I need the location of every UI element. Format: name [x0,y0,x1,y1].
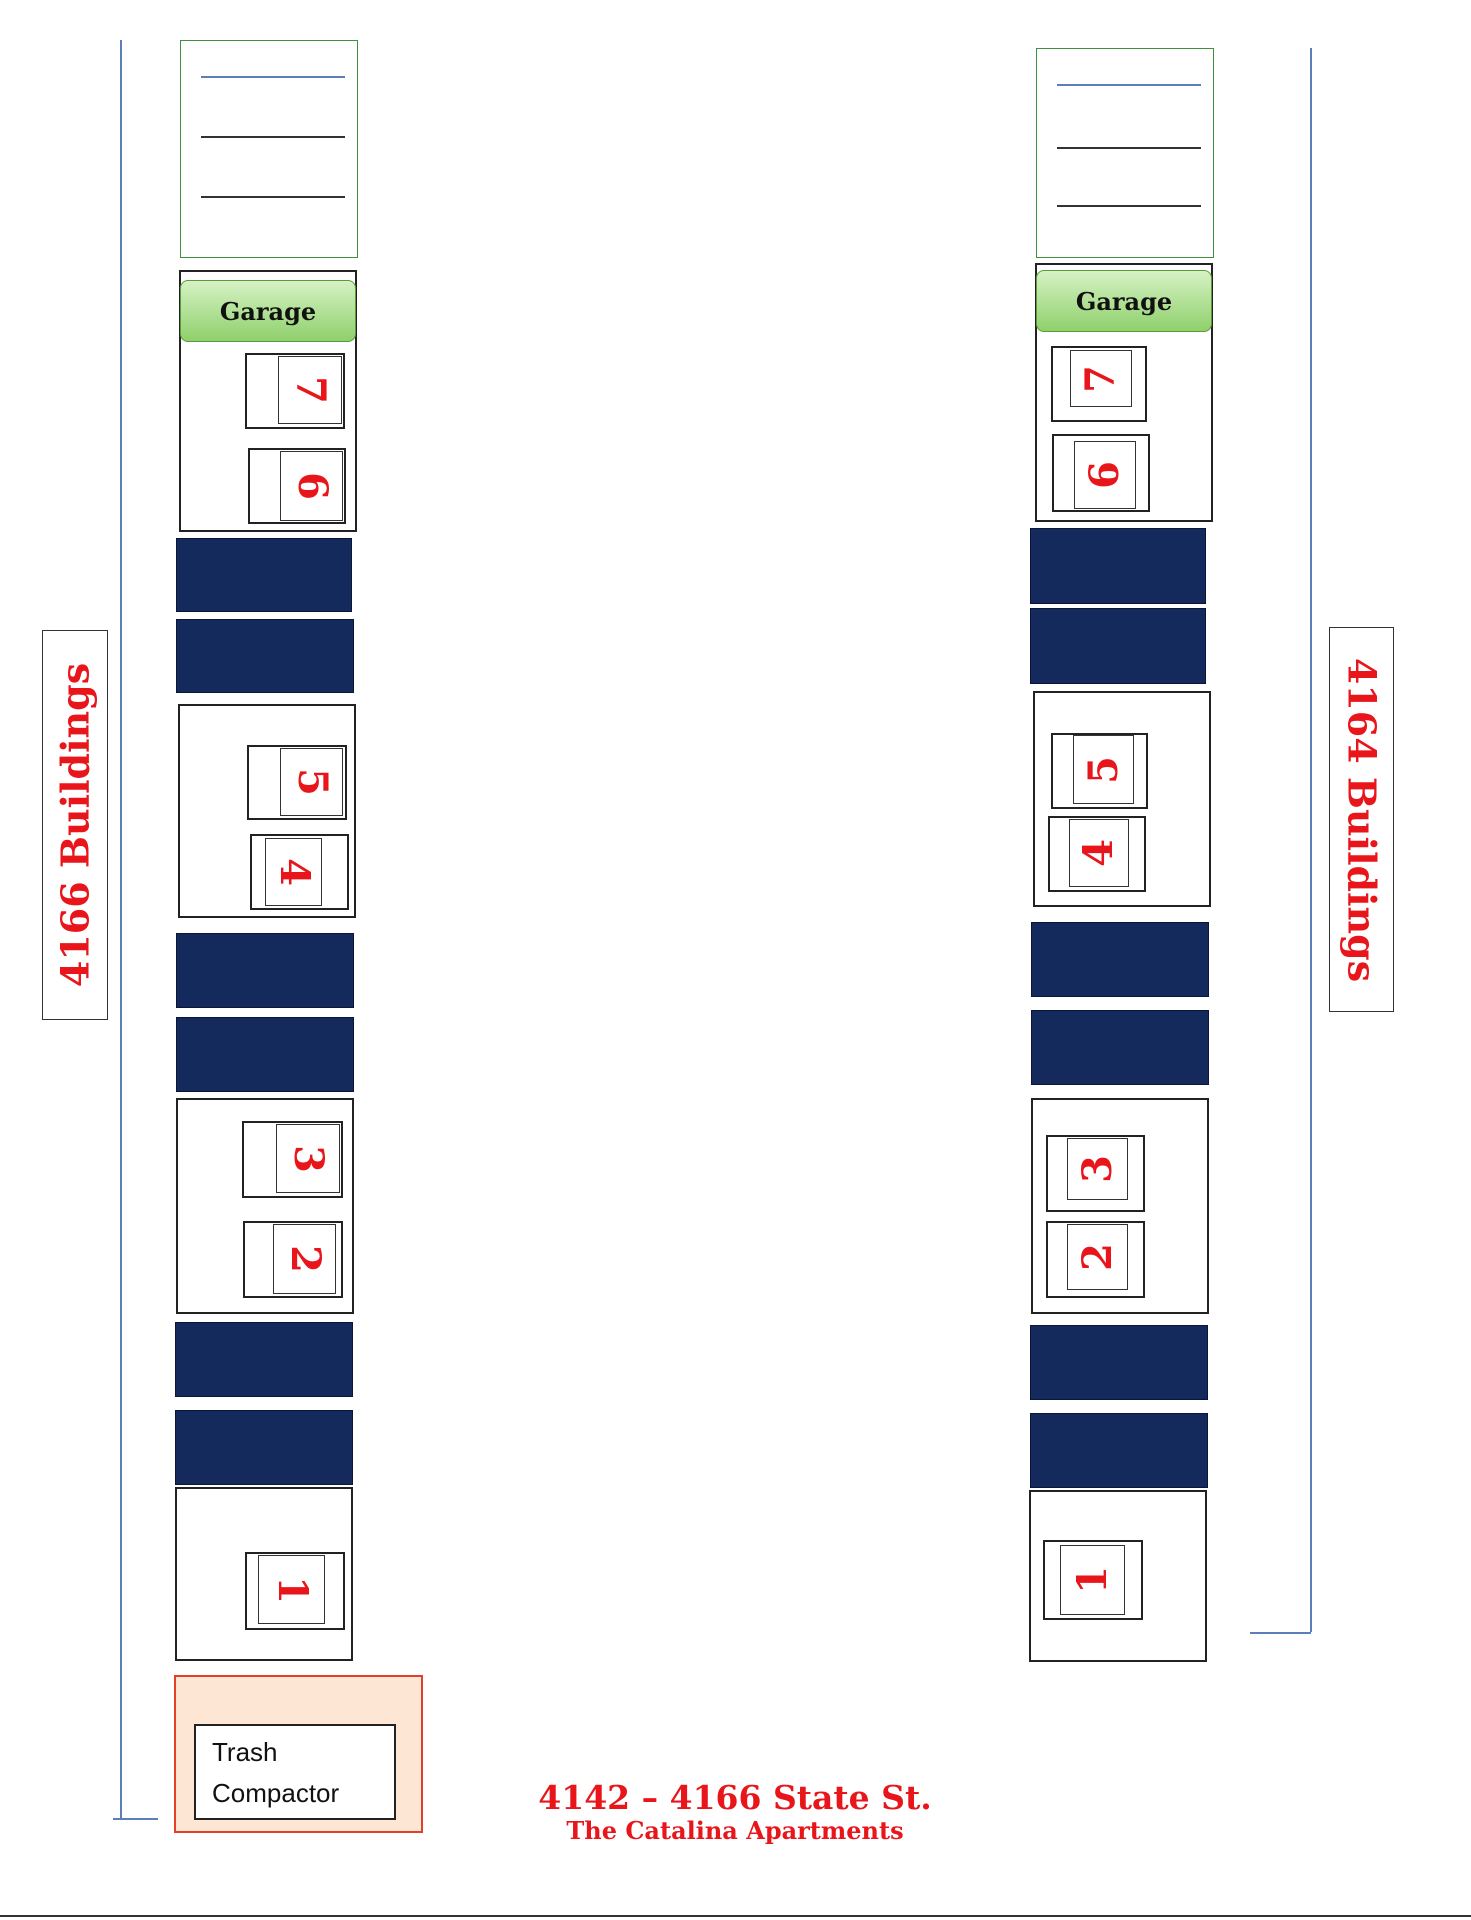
right-boundary-line [1310,48,1312,1632]
right-unit-2-number: 2 [1073,1243,1121,1271]
left-parking-area [180,40,358,258]
left-garage: Garage [180,280,356,342]
parking-stripe [201,136,345,138]
right-carport [1031,922,1209,997]
left-unit-1: 1 [258,1555,325,1624]
right-parking-area [1036,48,1214,258]
right-unit-4: 4 [1069,819,1129,887]
parking-stripe [1057,84,1201,86]
right-unit-5: 5 [1073,735,1134,804]
right-carport [1031,1010,1209,1085]
left-unit-3: 3 [276,1124,340,1193]
left-unit-6-number: 6 [288,472,336,500]
left-boundary-foot [113,1818,158,1820]
right-building-label: 4164 Buildings [1329,627,1394,1012]
left-unit-7-number: 7 [287,376,334,404]
left-carport [175,1322,353,1397]
left-boundary-line [120,40,122,1819]
right-unit-1-number: 1 [1068,1566,1116,1594]
left-unit-4-number: 4 [270,858,318,886]
parking-stripe [1057,205,1201,207]
left-carport [176,619,354,693]
right-unit-6: 6 [1074,441,1136,509]
right-carport [1030,1413,1208,1488]
left-unit-7: 7 [278,356,342,424]
address-title: 4142 – 4166 State St. [538,1778,932,1817]
right-carport [1030,608,1206,684]
parking-stripe [1057,147,1201,149]
right-unit-7-number: 7 [1077,364,1124,393]
left-carport [175,1410,353,1485]
left-building-label-text: 4166 Buildings [52,662,98,988]
right-unit-3-number: 3 [1073,1155,1121,1183]
trash-compactor-label-line1: Trash [212,1737,278,1767]
right-unit-5-number: 5 [1079,755,1127,784]
left-unit-5: 5 [280,748,343,816]
right-unit-1: 1 [1060,1545,1125,1615]
left-unit-2-number: 2 [281,1245,329,1273]
parking-stripe [201,196,345,198]
right-unit-2: 2 [1067,1224,1128,1290]
right-carport [1030,1325,1208,1400]
right-carport [1030,528,1206,604]
right-unit-4-number: 4 [1075,839,1122,867]
left-unit-6: 6 [280,451,343,521]
left-unit-4: 4 [265,838,322,906]
left-unit-3-number: 3 [285,1144,332,1173]
right-unit-6-number: 6 [1081,461,1128,489]
page-bottom-edge [0,1915,1471,1917]
trash-compactor-label-line2: Compactor [212,1778,340,1808]
left-carport [176,933,354,1008]
right-building-label-text: 4164 Buildings [1339,657,1384,982]
left-unit-2: 2 [273,1224,336,1294]
address-subtitle: The Catalina Apartments [566,1816,904,1845]
left-building-label: 4166 Buildings [42,630,108,1020]
left-carport [176,1017,354,1092]
left-carport [176,538,352,612]
right-boundary-foot [1250,1632,1311,1634]
right-garage: Garage [1036,270,1212,332]
right-unit-7: 7 [1070,350,1132,407]
right-unit-3: 3 [1067,1138,1128,1200]
right-garage-label: Garage [1075,286,1173,316]
left-unit-1-number: 1 [268,1575,316,1604]
left-unit-5-number: 5 [288,768,336,796]
trash-compactor: Trash Compactor [194,1724,396,1820]
parking-stripe [201,76,345,78]
left-garage-label: Garage [219,296,317,326]
